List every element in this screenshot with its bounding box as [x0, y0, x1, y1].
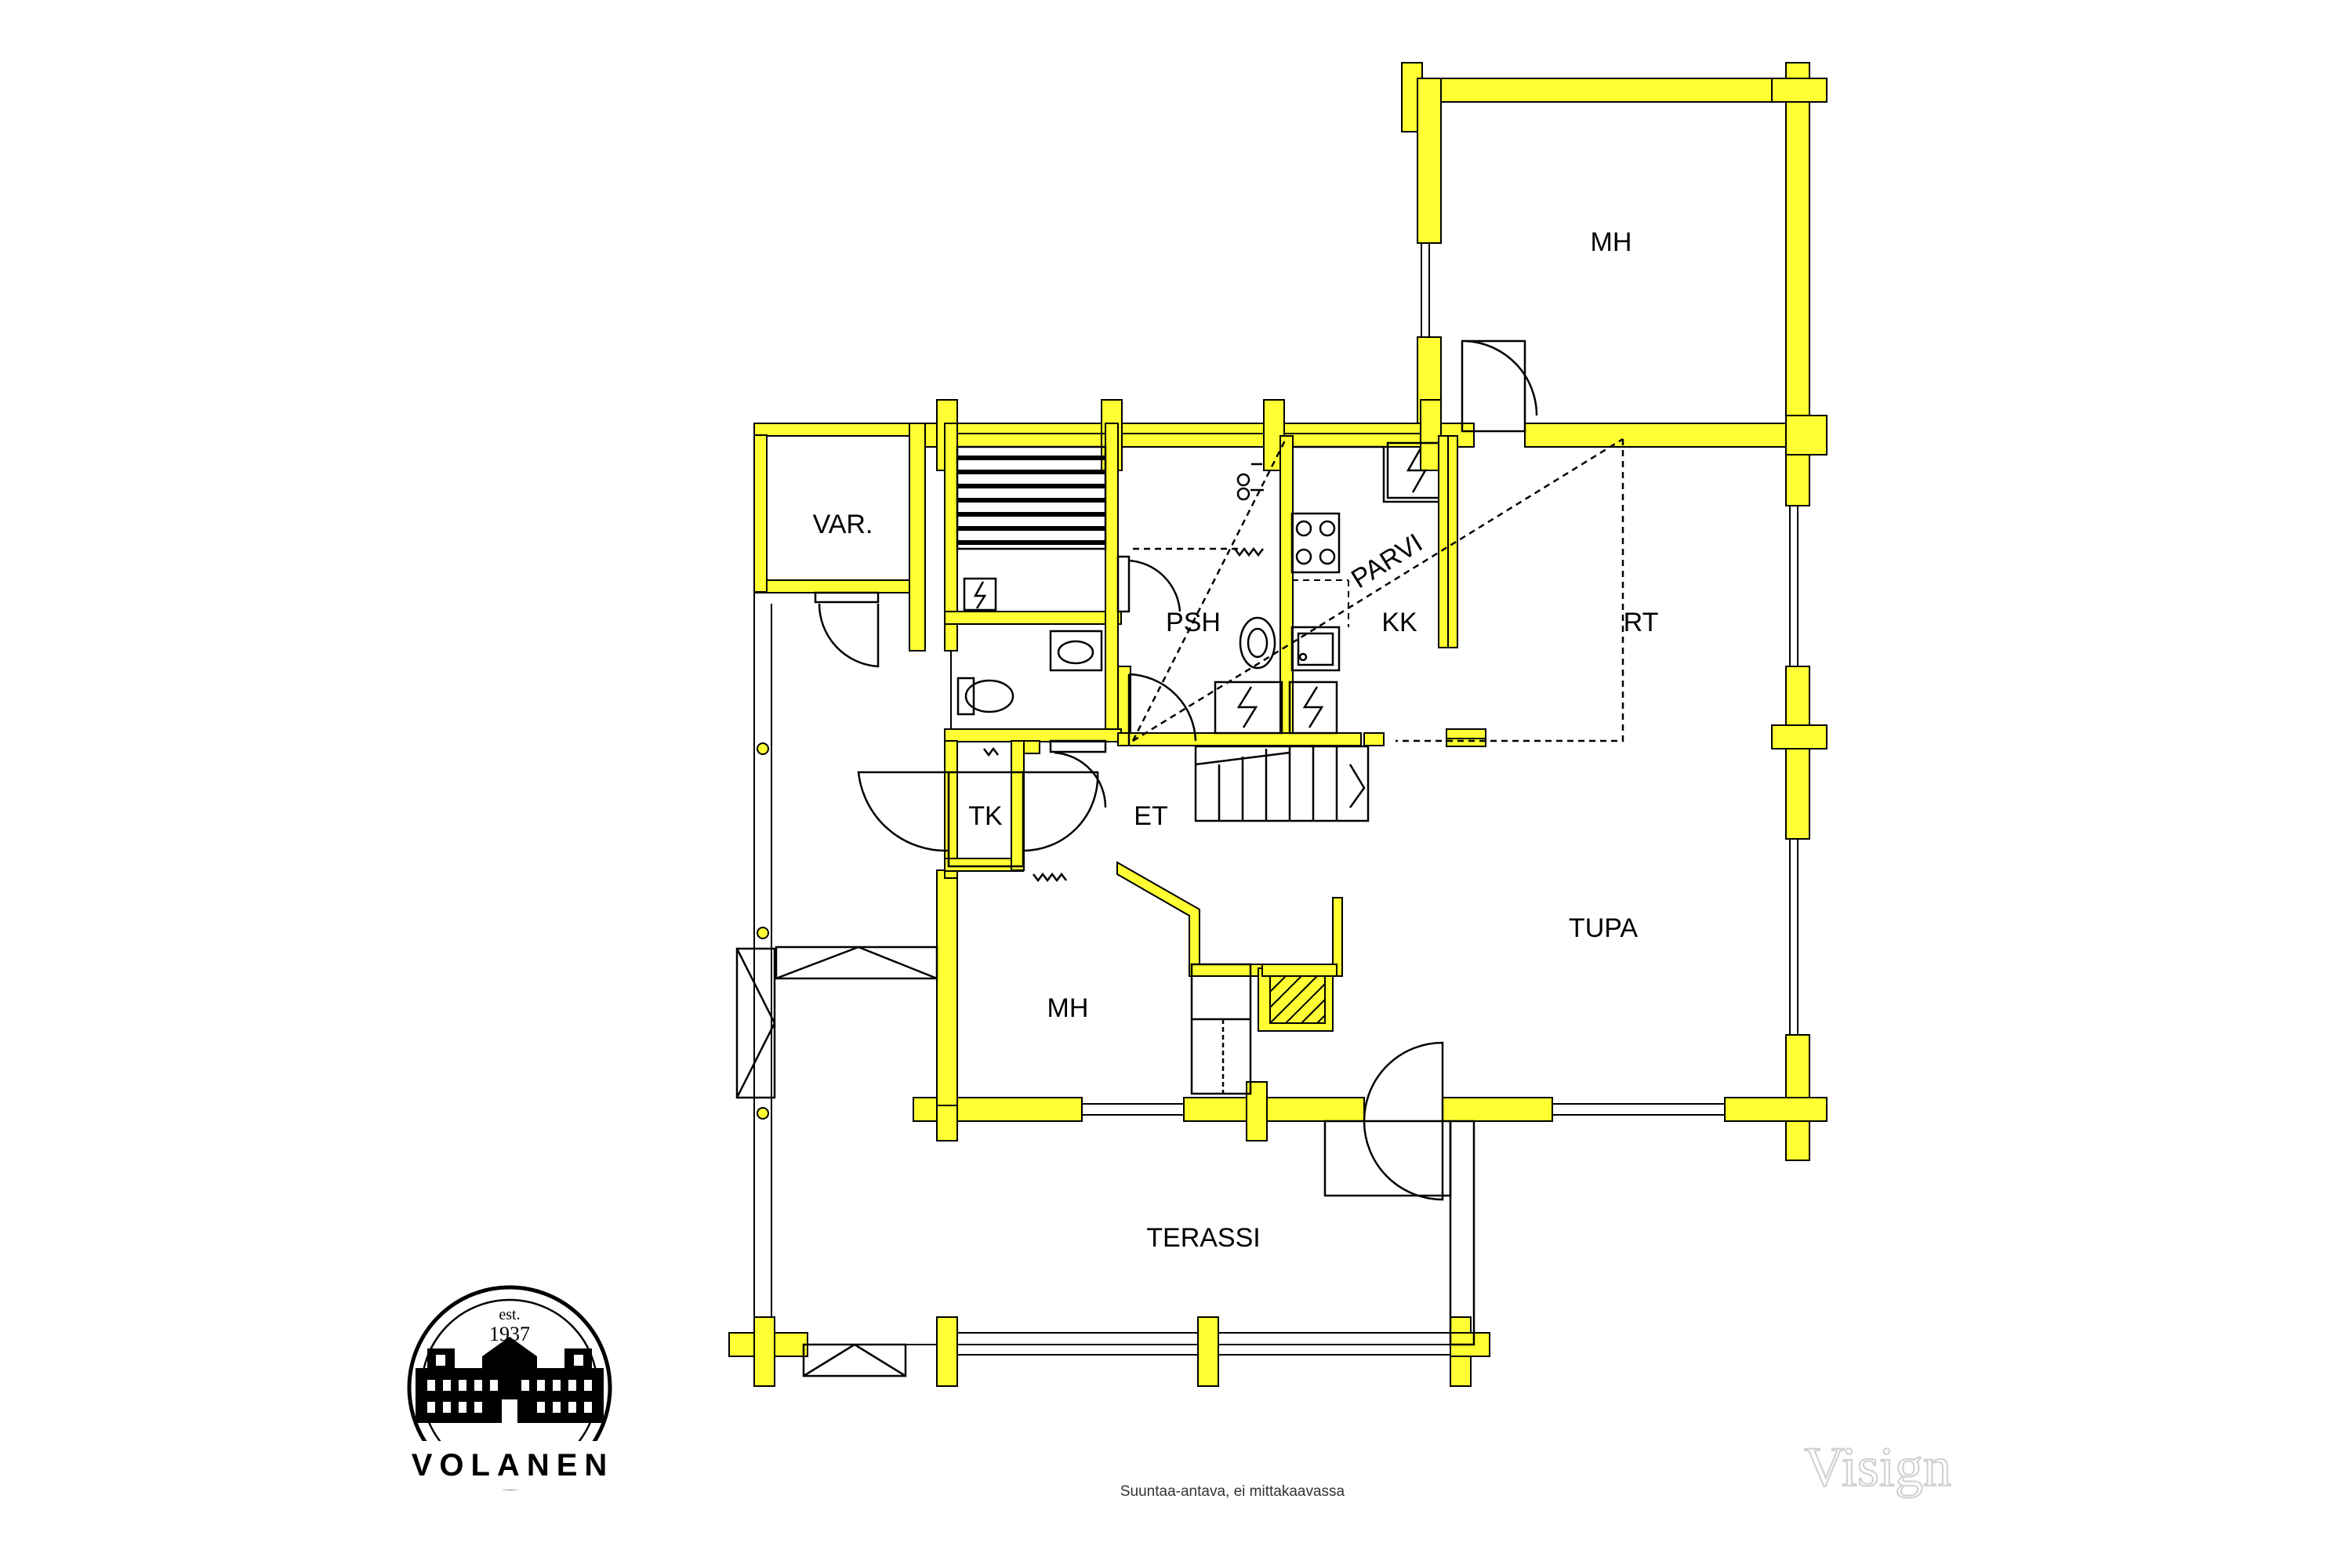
- kitchen-walls: [1438, 435, 1486, 739]
- fireplace-hatch: [1269, 975, 1326, 1024]
- walls: [728, 62, 1828, 1387]
- room-label-var: VAR.: [813, 510, 873, 539]
- logo-year: 1937: [489, 1323, 530, 1345]
- room-label-tk: TK: [968, 801, 1003, 831]
- watermark: Visign: [1804, 1436, 1951, 1498]
- logo-est: est.: [499, 1306, 520, 1323]
- windows: [950, 243, 1798, 1116]
- building-windows: [427, 1355, 592, 1423]
- loft-outline: [1131, 437, 1624, 742]
- disclaimer-note: Suuntaa-antava, ei mittakaavassa: [1120, 1483, 1345, 1500]
- room-label-kk: KK: [1381, 608, 1417, 637]
- room-label-mh-bottom: MH: [1047, 993, 1089, 1023]
- volanen-logo: est. 1937 VOLANEN: [398, 1285, 621, 1490]
- room-label-terassi: TERASSI: [1146, 1223, 1260, 1253]
- room-label-rt: RT: [1624, 608, 1659, 637]
- terrace-outline: [753, 435, 1450, 1356]
- room-label-mh-top: MH: [1591, 227, 1632, 257]
- doors: [735, 339, 1538, 1377]
- logo-name: VOLANEN: [412, 1448, 615, 1483]
- radiators: [983, 546, 1264, 883]
- room-label-et: ET: [1134, 801, 1167, 831]
- fixtures: [956, 441, 1448, 1095]
- room-label-psh: PSH: [1166, 608, 1221, 637]
- room-label-tupa: TUPA: [1569, 913, 1638, 943]
- stairs: [1194, 745, 1370, 822]
- terrace-posts: [757, 742, 769, 1120]
